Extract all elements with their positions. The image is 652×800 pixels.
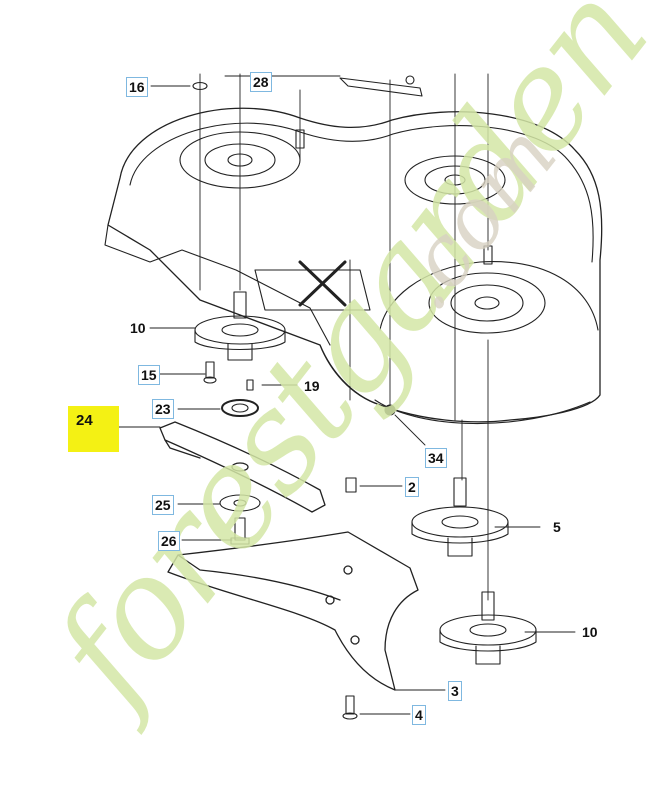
callout-19: 19 bbox=[304, 378, 320, 394]
bolt-4 bbox=[342, 695, 358, 720]
bolt-15 bbox=[203, 361, 217, 384]
callout-24-highlight: 24 bbox=[68, 406, 119, 452]
callout-15: 15 bbox=[138, 365, 160, 385]
nut-2 bbox=[345, 477, 357, 493]
callout-3: 3 bbox=[448, 681, 462, 701]
callout-2: 2 bbox=[405, 477, 419, 497]
spindle-assembly-top bbox=[194, 291, 286, 361]
callout-10-top: 10 bbox=[130, 320, 146, 336]
callout-5: 5 bbox=[553, 519, 561, 535]
callout-34: 34 bbox=[425, 448, 447, 468]
adapter-23 bbox=[221, 399, 259, 417]
bolt-26 bbox=[230, 517, 250, 545]
bracket-part bbox=[339, 75, 423, 97]
callout-26: 26 bbox=[158, 531, 180, 551]
spindle-assembly-bottom bbox=[439, 591, 537, 665]
small-hardware bbox=[192, 81, 493, 416]
blade-24 bbox=[159, 421, 326, 513]
callout-10-bottom: 10 bbox=[582, 624, 598, 640]
leader-lines bbox=[117, 73, 576, 715]
callout-25: 25 bbox=[152, 495, 174, 515]
callout-28: 28 bbox=[250, 72, 272, 92]
spindle-assembly-5 bbox=[411, 477, 509, 557]
key-19 bbox=[246, 379, 254, 391]
callout-16: 16 bbox=[126, 77, 148, 97]
discharge-chute-3 bbox=[167, 531, 419, 691]
callout-4: 4 bbox=[412, 705, 426, 725]
callout-23: 23 bbox=[152, 399, 174, 419]
washer-25 bbox=[219, 494, 261, 512]
